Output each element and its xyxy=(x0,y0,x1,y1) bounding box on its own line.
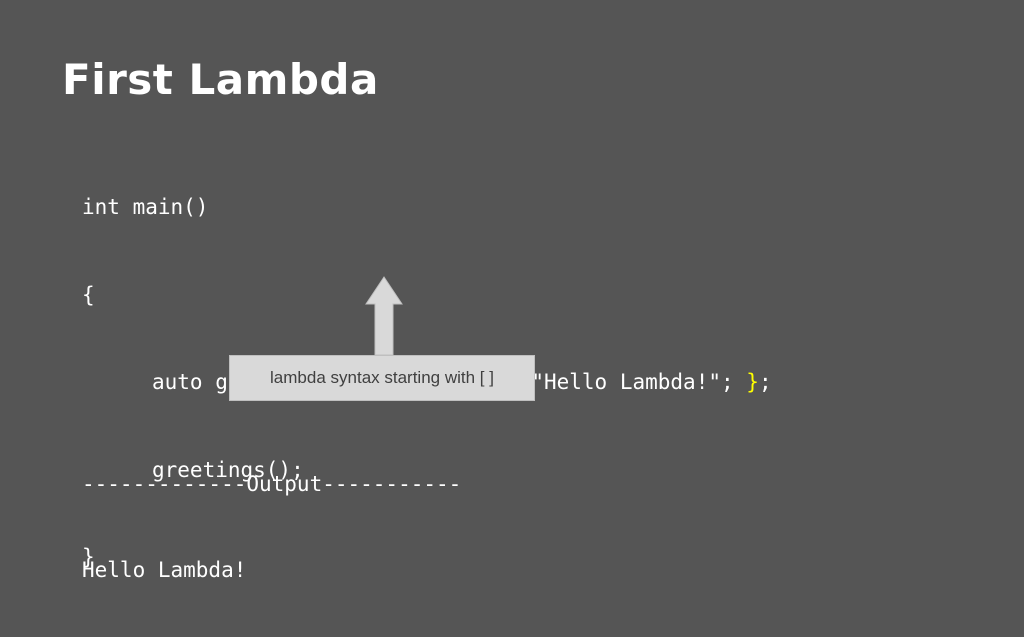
output-block: -------------Output----------- Hello Lam… xyxy=(82,417,461,637)
up-arrow-icon xyxy=(365,276,403,356)
code-line-1: int main() xyxy=(82,188,772,228)
code-line-2: { xyxy=(82,276,772,316)
code-line-5: } xyxy=(82,538,772,578)
slide: First Lambda int main() { auto greetings… xyxy=(62,55,772,582)
lambda-close-brace: } xyxy=(746,370,759,394)
slide-title: First Lambda xyxy=(62,55,379,104)
code-text: greetings(); xyxy=(152,457,304,482)
output-result: Hello Lambda! xyxy=(82,558,247,582)
callout-box: lambda syntax starting with [ ] xyxy=(229,355,535,401)
output-separator: -------------Output----------- xyxy=(82,472,462,496)
code-text: int main() xyxy=(82,195,209,219)
code-text: } xyxy=(82,545,95,569)
code-line-4: greetings(); xyxy=(82,451,772,491)
code-text: ; xyxy=(758,370,772,394)
code-text: { xyxy=(82,282,95,307)
callout-text: lambda syntax starting with [ ] xyxy=(270,368,494,387)
